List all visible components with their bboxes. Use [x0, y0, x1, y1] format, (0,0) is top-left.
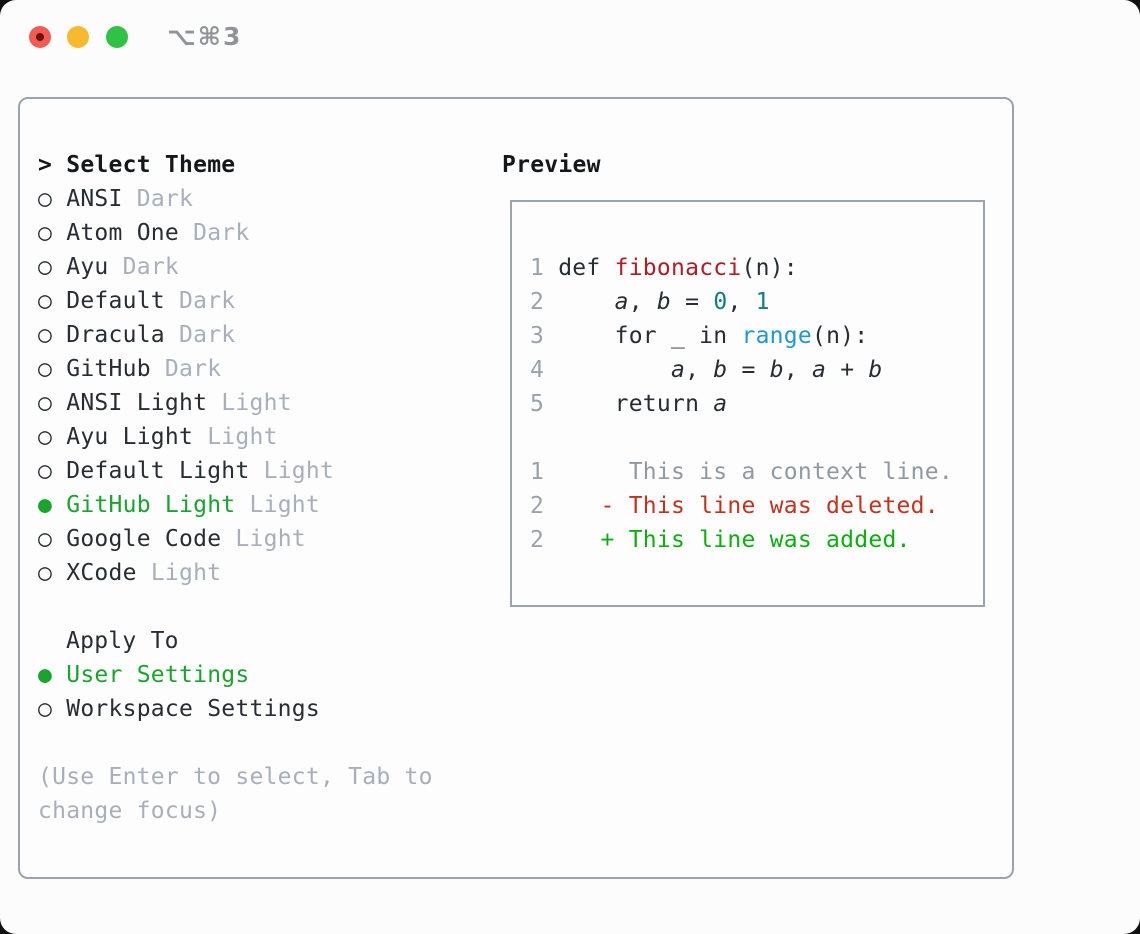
radio-unselected-icon: ○ [38, 356, 53, 382]
select-theme-title: Select Theme [66, 152, 236, 178]
code-line: 1 This is a context line. [530, 459, 953, 485]
theme-name: Atom One [66, 220, 179, 246]
spacer [38, 590, 433, 624]
radio-unselected-icon: ○ [38, 424, 53, 450]
theme-option[interactable]: ○ XCode Light [38, 556, 433, 590]
code-line: 2 - This line was deleted. [530, 493, 939, 519]
theme-variant: Dark [164, 356, 222, 382]
theme-variant: Dark [122, 254, 180, 280]
radio-unselected-icon: ○ [38, 322, 53, 348]
theme-option[interactable]: ○ Dracula Dark [38, 318, 433, 352]
radio-unselected-icon: ○ [38, 458, 53, 484]
code-line: 2 + This line was added. [530, 527, 911, 553]
theme-variant: Light [207, 424, 278, 450]
line-number: 2 [530, 527, 545, 553]
radio-unselected-icon: ○ [38, 390, 53, 416]
theme-name: Ayu Light [66, 424, 194, 450]
keyboard-hint-line: change focus) [38, 798, 222, 824]
theme-variant: Light [263, 458, 335, 484]
theme-variant: Dark [193, 220, 250, 246]
window-shortcut-label: ⌥⌘3 [167, 22, 243, 51]
theme-name: Dracula [66, 322, 165, 348]
code-line: 4 a, b = b, a + b [530, 357, 883, 383]
code-line: 1 def fibonacci(n): [530, 255, 798, 281]
radio-unselected-icon: ○ [38, 696, 53, 722]
apply-to-header: Apply To [66, 628, 179, 654]
selection-caret-icon: > [38, 152, 53, 178]
radio-unselected-icon: ○ [38, 526, 53, 552]
radio-selected-icon: ● [38, 662, 53, 688]
theme-name: Default Light [66, 458, 250, 484]
theme-option[interactable]: ○ Ayu Light Light [38, 420, 433, 454]
code-line: 3 for _ in range(n): [530, 323, 869, 349]
theme-variant: Dark [136, 186, 194, 212]
line-number: 2 [530, 493, 545, 519]
code-line [530, 421, 983, 455]
radio-unselected-icon: ○ [38, 254, 53, 280]
line-number: 1 [530, 255, 545, 281]
theme-option[interactable]: ○ Google Code Light [38, 522, 433, 556]
radio-unselected-icon: ○ [38, 220, 53, 246]
line-number: 3 [530, 323, 545, 349]
preview-box: 1 def fibonacci(n): 2 a, b = 0, 1 3 for _ … [510, 200, 985, 607]
theme-name: Ayu [66, 254, 109, 280]
theme-name: GitHub Light [66, 492, 236, 518]
code-line: 5 return a [530, 391, 728, 417]
theme-option[interactable]: ○ ANSI Dark [38, 182, 433, 216]
theme-variant: Dark [179, 288, 236, 314]
minimize-button[interactable] [67, 26, 89, 48]
theme-option[interactable]: ○ ANSI Light Light [38, 386, 433, 420]
theme-option[interactable]: ○ GitHub Dark [38, 352, 433, 386]
radio-unselected-icon: ○ [38, 288, 53, 314]
close-button[interactable] [29, 26, 51, 48]
line-number: 5 [530, 391, 545, 417]
apply-to-option[interactable]: ● User Settings [38, 658, 433, 692]
theme-picker-panel: > Select Theme ○ ANSI Dark○ Atom One Dar… [18, 97, 1014, 879]
line-number: 4 [530, 357, 545, 383]
radio-selected-icon: ● [38, 492, 53, 518]
theme-list: ○ ANSI Dark○ Atom One Dark○ Ayu Dark○ De… [38, 182, 433, 590]
radio-unselected-icon: ○ [38, 186, 53, 212]
theme-variant: Light [221, 390, 292, 416]
apply-to-label: User Settings [66, 662, 250, 688]
preview-title: Preview [502, 152, 601, 178]
line-number: 1 [530, 459, 545, 485]
apply-to-list: ● User Settings○ Workspace Settings [38, 658, 433, 726]
theme-name: XCode [66, 560, 137, 586]
zoom-button[interactable] [106, 26, 128, 48]
theme-variant: Light [249, 492, 320, 518]
line-number: 2 [530, 289, 545, 315]
spacer [38, 726, 433, 760]
theme-name: ANSI [66, 186, 123, 212]
select-theme-header: > Select Theme [38, 148, 433, 182]
apply-to-label: Workspace Settings [66, 696, 320, 722]
theme-name: GitHub [66, 356, 151, 382]
theme-picker-left-column: > Select Theme ○ ANSI Dark○ Atom One Dar… [38, 148, 433, 828]
radio-unselected-icon: ○ [38, 560, 53, 586]
theme-option[interactable]: ● GitHub Light Light [38, 488, 433, 522]
theme-option[interactable]: ○ Ayu Dark [38, 250, 433, 284]
code-line: 2 a, b = 0, 1 [530, 289, 770, 315]
keyboard-hint-line: (Use Enter to select, Tab to [38, 764, 433, 790]
apply-to-option[interactable]: ○ Workspace Settings [38, 692, 433, 726]
theme-name: Google Code [66, 526, 222, 552]
theme-name: ANSI Light [66, 390, 208, 416]
keyboard-hint: (Use Enter to select, Tab to change focu… [38, 760, 433, 828]
theme-option[interactable]: ○ Atom One Dark [38, 216, 433, 250]
theme-variant: Dark [179, 322, 236, 348]
theme-option[interactable]: ○ Default Light Light [38, 454, 433, 488]
theme-option[interactable]: ○ Default Dark [38, 284, 433, 318]
theme-variant: Light [150, 560, 222, 586]
preview-code: 1 def fibonacci(n): 2 a, b = 0, 1 3 for _ … [530, 251, 983, 557]
theme-variant: Light [235, 526, 306, 552]
theme-name: Default [66, 288, 165, 314]
